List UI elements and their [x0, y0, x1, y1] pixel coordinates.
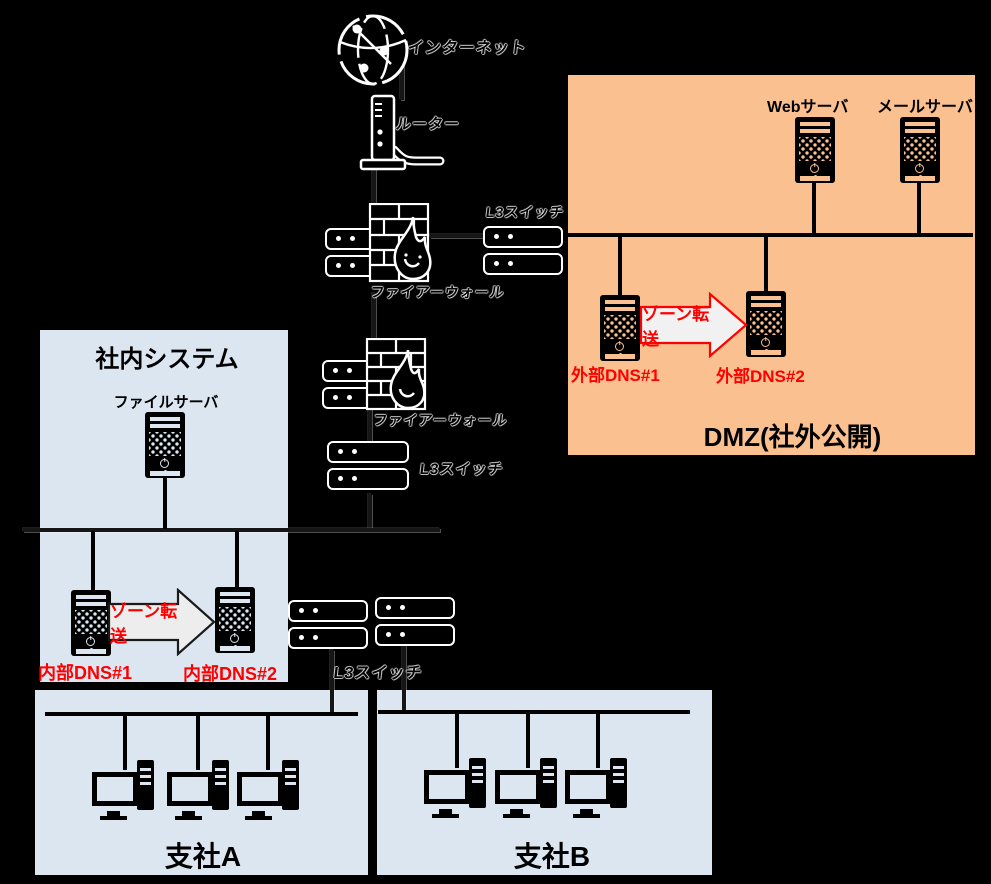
web-server-label: Webサーバ [767, 99, 849, 116]
internal-dns2-label: 内部DNS#2 [183, 664, 278, 684]
branch-a-pc2-icon [167, 760, 229, 820]
external-dns2-icon [746, 291, 786, 357]
wire-branch-a-bus [45, 712, 358, 716]
wire-pc-b1-drop [455, 712, 459, 768]
dmz-title: DMZ(社外公開) [703, 422, 882, 452]
wire-pc-a1-drop [123, 714, 127, 770]
wire-lan-bus [23, 528, 440, 532]
wire-mail-drop [917, 182, 921, 235]
wire-web-drop [812, 182, 816, 235]
router-icon [348, 94, 448, 174]
file-server-icon [145, 412, 185, 478]
internet-globe-icon [333, 10, 413, 90]
internal-dns1-label: 内部DNS#1 [38, 663, 133, 683]
dmz-zone-transfer-label: ゾーン転送 [642, 305, 710, 349]
wire-switch-branch-a [330, 650, 334, 714]
router-label: ルーター [394, 116, 461, 133]
switch-top-label: L3スイッチ [485, 204, 566, 220]
wire-idns1-drop [91, 531, 95, 591]
wire-idns2-drop [235, 531, 239, 588]
switch-bottom-right-icon [375, 597, 455, 651]
wire-firewall2-switch [368, 406, 372, 444]
wire-pc-a3-drop [266, 714, 270, 770]
wire-switch-lanbus [368, 494, 372, 530]
firewall-top-label: ファイアーウォール [369, 284, 506, 300]
wire-firewall-switch [430, 234, 487, 238]
wire-dmz-bus [563, 233, 973, 237]
lan-title: 社内システム [95, 346, 239, 373]
firewall-mid-label: ファイアーウォール [372, 412, 509, 428]
switch-mid-label: L3スイッチ [418, 461, 505, 478]
wire-edns1-drop [618, 236, 622, 296]
branch-b-pc1-icon [424, 758, 486, 818]
wire-edns2-drop [764, 236, 768, 292]
switch-top-icon [483, 226, 563, 280]
branch-b-title: 支社B [513, 841, 591, 872]
internal-dns2-icon [215, 587, 255, 653]
firewall-top-icon [325, 203, 437, 295]
internal-dns1-icon [71, 590, 111, 656]
branch-a-title: 支社A [164, 841, 242, 872]
wire-firewall1-firewall2 [372, 293, 376, 351]
wire-branch-b-bus [378, 710, 690, 714]
lan-zone-transfer-label: ゾーン転送 [110, 602, 178, 646]
branch-b-pc2-icon [495, 758, 557, 818]
internet-label: インターネット [406, 40, 528, 57]
mail-server-icon [900, 117, 940, 183]
switch-bottom-left-icon [288, 600, 368, 654]
external-dns1-icon [600, 295, 640, 361]
branch-b-pc3-icon [565, 758, 627, 818]
wire-fileserver-riser [163, 476, 167, 529]
wire-pc-b2-drop [526, 712, 530, 768]
web-server-icon [795, 117, 835, 183]
wire-internet-router [400, 60, 404, 100]
branch-a-pc1-icon [92, 760, 154, 820]
wire-pc-b3-drop [596, 712, 600, 768]
switch-bottom-label: L3スイッチ [332, 665, 424, 682]
file-server-label: ファイルサーバ [113, 394, 219, 411]
firewall-mid-icon [322, 338, 434, 430]
wire-pc-a2-drop [196, 714, 200, 770]
mail-server-label: メールサーバ [877, 99, 973, 116]
dmz-zone-transfer-arrow: ゾーン転送 [640, 292, 748, 358]
external-dns2-label: 外部DNS#2 [716, 367, 805, 386]
switch-mid-icon [327, 441, 409, 495]
external-dns1-label: 外部DNS#1 [571, 366, 660, 385]
lan-zone-transfer-arrow: ゾーン転送 [108, 588, 216, 656]
wire-switch-branch-b [402, 645, 406, 712]
wire-router-firewall [372, 166, 376, 226]
branch-a-pc3-icon [237, 760, 299, 820]
